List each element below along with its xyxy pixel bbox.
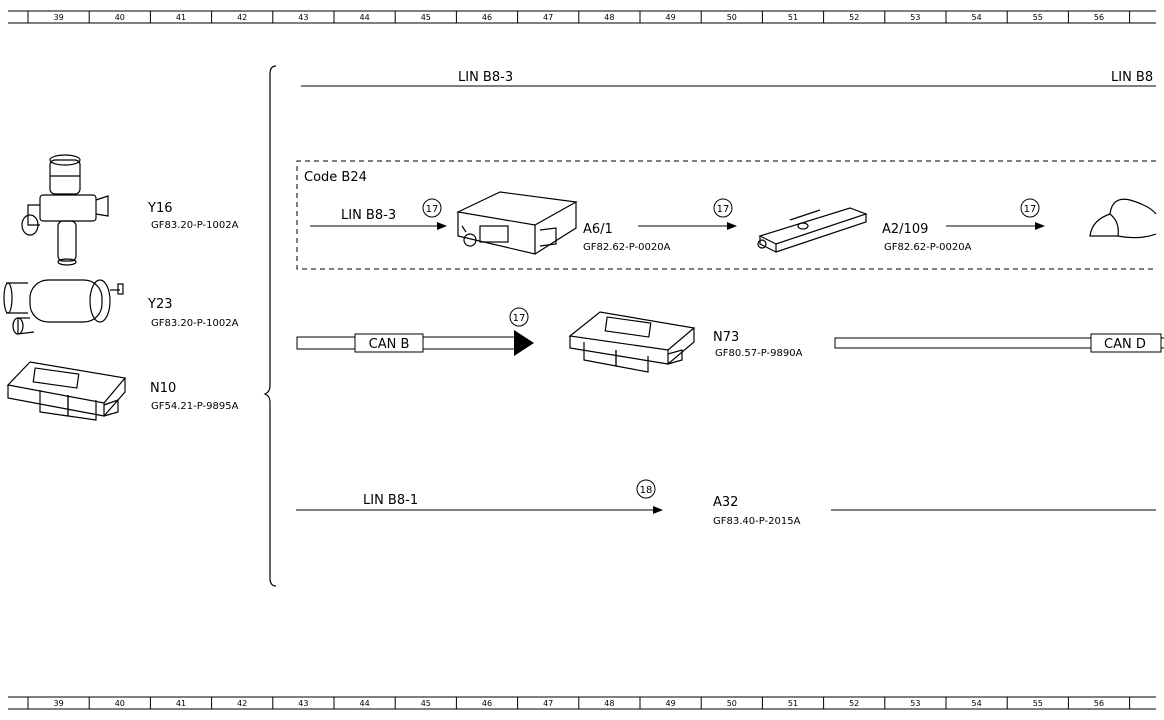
ruler-column-number: 52 bbox=[849, 13, 859, 22]
valve-icon bbox=[21, 154, 109, 266]
ruler-column-number: 45 bbox=[421, 699, 431, 708]
reference-circle bbox=[1020, 198, 1040, 218]
lin-circle-number: 18 bbox=[640, 485, 653, 496]
can-b-label-box bbox=[354, 333, 424, 353]
ruler-column-number: 52 bbox=[849, 699, 859, 708]
circle-3-number: 17 bbox=[1024, 204, 1037, 215]
circle-1-number: 17 bbox=[426, 204, 439, 215]
a6-1-code: A6/1 bbox=[583, 222, 613, 237]
ruler-column-number: 55 bbox=[1033, 13, 1043, 22]
ruler-column-number: 49 bbox=[666, 699, 676, 708]
code-box-title: Code B24 bbox=[304, 170, 367, 185]
column-ruler-bottom: 39 40 41 42 43 44 45 46 47 48 49 50 51 52 53 54 55 56 bbox=[8, 696, 1156, 710]
can-b-arrow-head bbox=[514, 330, 534, 356]
ruler-column-number: 46 bbox=[482, 13, 492, 22]
y23-ref: GF83.20-P-1002A bbox=[151, 318, 239, 329]
ruler-column-number: 42 bbox=[237, 13, 247, 22]
reference-circle bbox=[713, 198, 733, 218]
ruler-column-number: 40 bbox=[115, 699, 125, 708]
sensor-bar-icon bbox=[757, 207, 868, 253]
ruler-column-number: 44 bbox=[360, 13, 370, 22]
ruler-column-number: 56 bbox=[1094, 699, 1104, 708]
can-circle-number: 17 bbox=[513, 313, 526, 324]
control-unit-icon bbox=[6, 361, 127, 421]
ruler-column-number: 39 bbox=[54, 699, 64, 708]
pump-icon bbox=[3, 279, 124, 335]
ruler-column-number: 43 bbox=[298, 13, 308, 22]
ruler-column-number: 50 bbox=[727, 699, 737, 708]
ruler-column-number: 56 bbox=[1094, 13, 1104, 22]
column-ruler-top: 39 40 41 42 43 44 45 46 47 48 49 50 51 52 53 54 55 56 bbox=[8, 10, 1156, 24]
top-bus-right-label: LIN B8 bbox=[1111, 70, 1153, 85]
code-box-input-label: LIN B8-3 bbox=[341, 208, 396, 223]
ruler-column-number: 55 bbox=[1033, 699, 1043, 708]
code-b24-box bbox=[296, 160, 1156, 270]
ruler-column-number: 41 bbox=[176, 699, 186, 708]
can-d-bus bbox=[834, 337, 1164, 349]
ruler-column-number: 48 bbox=[604, 699, 614, 708]
can-b-label: CAN B bbox=[369, 337, 410, 352]
can-d-label: CAN D bbox=[1104, 337, 1146, 352]
control-unit-icon bbox=[568, 311, 696, 373]
remote-sensor-icon bbox=[1089, 198, 1157, 239]
y23-code: Y23 bbox=[147, 297, 172, 312]
ruler-column-number: 42 bbox=[237, 699, 247, 708]
y16-ref: GF83.20-P-1002A bbox=[151, 220, 239, 231]
ruler-column-number: 49 bbox=[666, 13, 676, 22]
n73-code: N73 bbox=[713, 330, 739, 345]
a32-ref: GF83.40-P-2015A bbox=[713, 516, 801, 527]
ruler-column-number: 53 bbox=[910, 13, 920, 22]
ruler-column-number: 54 bbox=[972, 699, 982, 708]
lin-b8-1-label: LIN B8-1 bbox=[363, 493, 418, 508]
ruler-column-number: 41 bbox=[176, 13, 186, 22]
a2-109-ref: GF82.62-P-0020A bbox=[884, 242, 972, 253]
n10-ref: GF54.21-P-9895A bbox=[151, 401, 239, 412]
y16-code: Y16 bbox=[147, 201, 172, 216]
ruler-column-number: 47 bbox=[543, 699, 553, 708]
reference-circle bbox=[509, 307, 529, 327]
grouping-brace bbox=[263, 65, 277, 587]
can-d-label-box bbox=[1090, 333, 1162, 353]
a32-code: A32 bbox=[713, 495, 738, 510]
n73-ref: GF80.57-P-9890A bbox=[715, 348, 803, 359]
a6-1-ref: GF82.62-P-0020A bbox=[583, 242, 671, 253]
ruler-column-number: 44 bbox=[360, 699, 370, 708]
top-bus-left-label: LIN B8-3 bbox=[458, 70, 513, 85]
ruler-column-number: 46 bbox=[482, 699, 492, 708]
reference-circle bbox=[636, 479, 656, 499]
ruler-column-number: 48 bbox=[604, 13, 614, 22]
ruler-column-number: 39 bbox=[54, 13, 64, 22]
circle-2-number: 17 bbox=[717, 204, 730, 215]
ruler-column-number: 50 bbox=[727, 13, 737, 22]
ruler-column-number: 43 bbox=[298, 699, 308, 708]
antenna-module-icon bbox=[456, 191, 578, 255]
reference-circle bbox=[422, 198, 442, 218]
ruler-column-number: 53 bbox=[910, 699, 920, 708]
ruler-column-number: 54 bbox=[972, 13, 982, 22]
ruler-column-number: 45 bbox=[421, 13, 431, 22]
a2-109-code: A2/109 bbox=[882, 222, 928, 237]
ruler-column-number: 51 bbox=[788, 699, 798, 708]
n10-code: N10 bbox=[150, 381, 176, 396]
ruler-column-number: 40 bbox=[115, 13, 125, 22]
ruler-column-number: 51 bbox=[788, 13, 798, 22]
ruler-column-number: 47 bbox=[543, 13, 553, 22]
